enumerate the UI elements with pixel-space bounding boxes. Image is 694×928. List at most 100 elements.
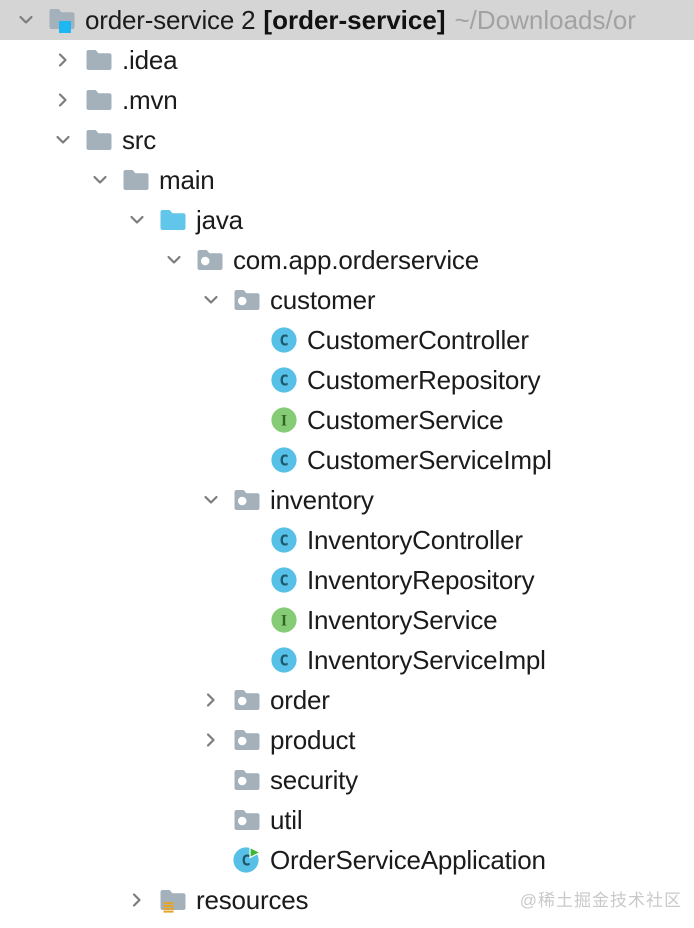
tree-item-label: InventoryService bbox=[307, 604, 498, 635]
chevron-spacer bbox=[237, 369, 259, 391]
interface-icon: I bbox=[270, 406, 298, 434]
tree-row[interactable]: .mvn bbox=[0, 80, 694, 120]
package-icon bbox=[233, 806, 261, 834]
tree-item-label: InventoryRepository bbox=[307, 564, 535, 595]
folder-icon bbox=[122, 166, 150, 194]
tree-item-label: InventoryServiceImpl bbox=[307, 644, 546, 675]
chevron-right-icon[interactable] bbox=[52, 89, 74, 111]
class-icon: C bbox=[270, 646, 298, 674]
tree-row[interactable]: C OrderServiceApplication bbox=[0, 840, 694, 880]
interface-icon: I bbox=[270, 606, 298, 634]
tree-row[interactable]: I CustomerService bbox=[0, 400, 694, 440]
folder-icon bbox=[85, 86, 113, 114]
class-icon: C bbox=[270, 526, 298, 554]
chevron-spacer bbox=[237, 529, 259, 551]
tree-row[interactable]: C InventoryServiceImpl bbox=[0, 640, 694, 680]
chevron-spacer bbox=[237, 649, 259, 671]
tree-item-label: CustomerServiceImpl bbox=[307, 444, 552, 475]
tree-item-label: .mvn bbox=[122, 84, 178, 115]
chevron-down-icon[interactable] bbox=[15, 9, 37, 31]
tree-item-label: order-service 2 bbox=[85, 4, 256, 35]
chevron-spacer bbox=[237, 449, 259, 471]
tree-item-label: customer bbox=[270, 284, 376, 315]
svg-text:I: I bbox=[281, 412, 287, 429]
tree-row[interactable]: C InventoryRepository bbox=[0, 560, 694, 600]
tree-item-label: CustomerRepository bbox=[307, 364, 541, 395]
class-icon: C bbox=[270, 366, 298, 394]
svg-text:C: C bbox=[241, 851, 250, 869]
tree-item-label: util bbox=[270, 804, 303, 835]
chevron-spacer bbox=[237, 329, 259, 351]
tree-row[interactable]: C CustomerRepository bbox=[0, 360, 694, 400]
tree-row[interactable]: .idea bbox=[0, 40, 694, 80]
project-folder-icon bbox=[48, 6, 76, 34]
tree-row[interactable]: resources bbox=[0, 880, 694, 920]
chevron-spacer bbox=[237, 609, 259, 631]
tree-row[interactable]: product bbox=[0, 720, 694, 760]
tree-row[interactable]: security bbox=[0, 760, 694, 800]
tree-row[interactable]: order bbox=[0, 680, 694, 720]
class-icon: C bbox=[270, 326, 298, 354]
tree-item-label: CustomerService bbox=[307, 404, 504, 435]
chevron-down-icon[interactable] bbox=[126, 209, 148, 231]
tree-item-label: .idea bbox=[122, 44, 178, 75]
main-class-icon: C bbox=[233, 846, 261, 874]
svg-text:C: C bbox=[279, 531, 288, 549]
tree-row[interactable]: customer bbox=[0, 280, 694, 320]
svg-text:C: C bbox=[279, 451, 288, 469]
package-icon bbox=[233, 286, 261, 314]
svg-text:C: C bbox=[279, 571, 288, 589]
chevron-down-icon[interactable] bbox=[52, 129, 74, 151]
tree-row[interactable]: java bbox=[0, 200, 694, 240]
tree-row[interactable]: com.app.orderservice bbox=[0, 240, 694, 280]
tree-row[interactable]: main bbox=[0, 160, 694, 200]
tree-item-label: product bbox=[270, 724, 356, 755]
chevron-spacer bbox=[237, 569, 259, 591]
tree-item-label: CustomerController bbox=[307, 324, 529, 355]
package-icon bbox=[233, 766, 261, 794]
tree-row[interactable]: C CustomerController bbox=[0, 320, 694, 360]
tree-item-label: resources bbox=[196, 884, 309, 915]
watermark: @稀土掘金技术社区 bbox=[519, 891, 682, 910]
resources-folder-icon bbox=[159, 886, 187, 914]
project-path-label: ~/Downloads/or bbox=[454, 4, 636, 35]
chevron-right-icon[interactable] bbox=[52, 49, 74, 71]
chevron-right-icon[interactable] bbox=[200, 689, 222, 711]
package-icon bbox=[233, 686, 261, 714]
svg-text:C: C bbox=[279, 651, 288, 669]
chevron-down-icon[interactable] bbox=[200, 489, 222, 511]
class-icon: C bbox=[270, 446, 298, 474]
package-icon bbox=[233, 726, 261, 754]
chevron-down-icon[interactable] bbox=[89, 169, 111, 191]
package-icon bbox=[233, 486, 261, 514]
svg-text:I: I bbox=[281, 612, 287, 629]
svg-text:C: C bbox=[279, 371, 288, 389]
tree-item-label: src bbox=[122, 124, 157, 155]
tree-row[interactable]: inventory bbox=[0, 480, 694, 520]
chevron-spacer bbox=[200, 809, 222, 831]
chevron-down-icon[interactable] bbox=[163, 249, 185, 271]
tree-item-label: order bbox=[270, 684, 330, 715]
chevron-right-icon[interactable] bbox=[200, 729, 222, 751]
folder-icon bbox=[85, 126, 113, 154]
tree-row[interactable]: order-service 2[order-service]~/Download… bbox=[0, 0, 694, 40]
package-icon bbox=[196, 246, 224, 274]
tree-row[interactable]: I InventoryService bbox=[0, 600, 694, 640]
tree-row[interactable]: util bbox=[0, 800, 694, 840]
chevron-down-icon[interactable] bbox=[200, 289, 222, 311]
tree-item-label: com.app.orderservice bbox=[233, 244, 479, 275]
tree-row[interactable]: src bbox=[0, 120, 694, 160]
tree-item-label: OrderServiceApplication bbox=[270, 844, 546, 875]
chevron-right-icon[interactable] bbox=[126, 889, 148, 911]
tree-item-label: security bbox=[270, 764, 358, 795]
tree-item-label: inventory bbox=[270, 484, 374, 515]
source-folder-icon bbox=[159, 206, 187, 234]
class-icon: C bbox=[270, 566, 298, 594]
svg-text:C: C bbox=[279, 331, 288, 349]
chevron-spacer bbox=[237, 409, 259, 431]
tree-row[interactable]: C CustomerServiceImpl bbox=[0, 440, 694, 480]
chevron-spacer bbox=[200, 769, 222, 791]
